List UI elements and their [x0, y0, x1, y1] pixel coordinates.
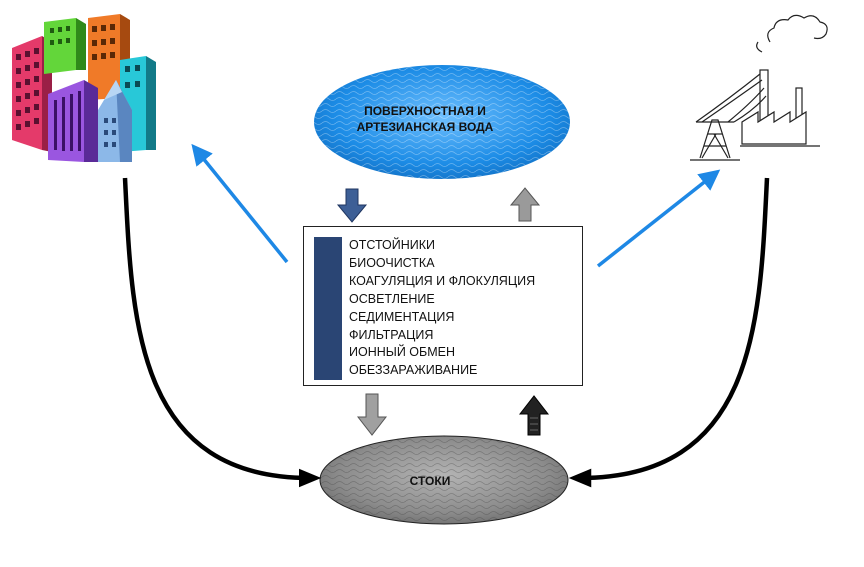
treatment-step: КОАГУЛЯЦИЯ И ФЛОКУЛЯЦИЯ [349, 273, 536, 288]
water-source-label-line1: ПОВЕРХНОСТНАЯ И [364, 104, 486, 118]
treatment-step: СЕДИМЕНТАЦИЯ [349, 309, 455, 324]
water-source-label-line2: АРТЕЗИАНСКАЯ ВОДА [356, 120, 494, 134]
treatment-step: ИОННЫЙ ОБМЕН [349, 345, 455, 360]
treatment-process-bar [314, 237, 342, 380]
curve-city-to-sewage [122, 177, 322, 488]
arrow-treatment-to-plant [596, 169, 721, 268]
curve-plant-to-sewage [568, 177, 770, 488]
treatment-step: ОСВЕТЛЕНИЕ [349, 291, 435, 306]
power-plant-factory-icon [690, 14, 828, 161]
city-buildings-icon [12, 14, 156, 162]
treatment-step: БИООЧИСТКА [349, 255, 435, 270]
treatment-process-box: ОТСТОЙНИКИ БИООЧИСТКА КОАГУЛЯЦИЯ И ФЛОКУ… [303, 226, 583, 386]
arrow-down-treatment-to-sewage [356, 393, 388, 436]
sewage-label: СТОКИ [409, 474, 451, 488]
treatment-step: ОБЕЗЗАРАЖИВАНИЕ [349, 363, 478, 378]
arrow-down-water-to-treatment [336, 188, 368, 223]
arrow-up-sewage-to-treatment [518, 395, 550, 436]
arrow-up-treatment-to-water [509, 187, 541, 222]
water-source-label: ПОВЕРХНОСТНАЯ И АРТЕЗИАНСКАЯ ВОДА [340, 103, 510, 135]
treatment-steps-list: ОТСТОЙНИКИ БИООЧИСТКА КОАГУЛЯЦИЯ И ФЛОКУ… [349, 237, 535, 380]
treatment-step: ФИЛЬТРАЦИЯ [349, 327, 434, 342]
arrow-treatment-to-city [191, 143, 289, 264]
water-source-ellipse [314, 65, 570, 179]
treatment-step: ОТСТОЙНИКИ [349, 238, 436, 252]
